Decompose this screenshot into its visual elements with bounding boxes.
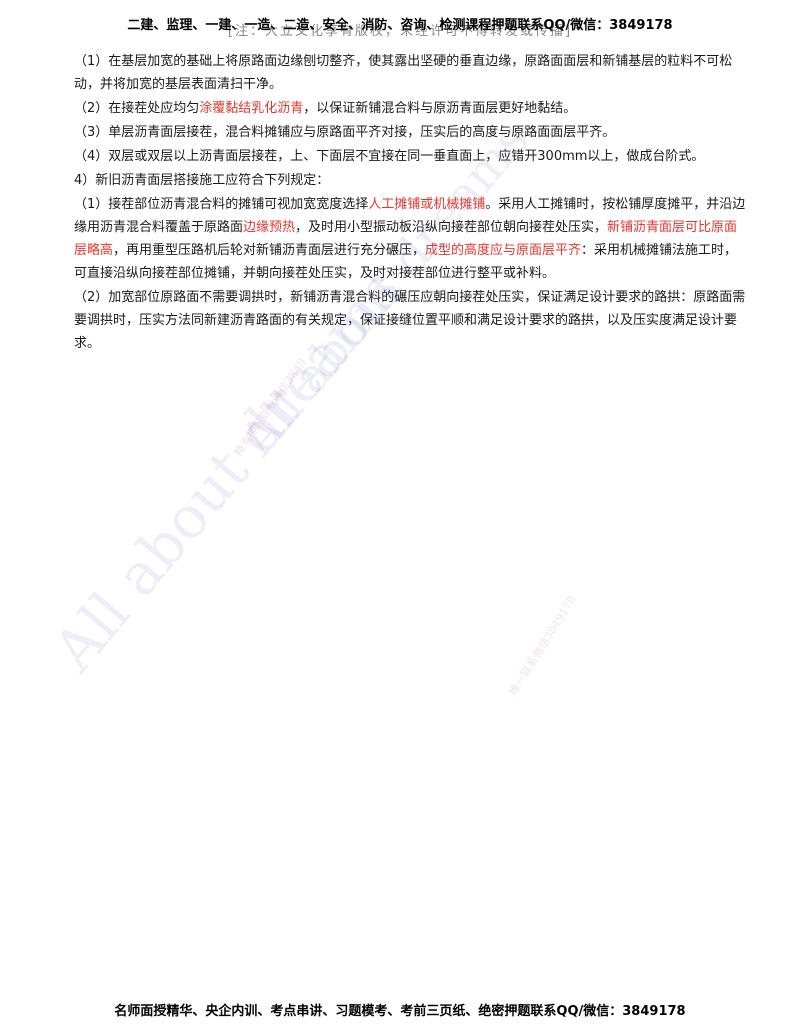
paragraph: （3）单层沥青面层接茬，混合料摊铺应与原路面平齐对接，压实后的高度与原路面面层平… (74, 121, 746, 144)
paragraph-text: （2）加宽部位原路面不需要调拱时，新铺沥青混合料的碾压应朝向接茬处压实，保证满足… (74, 290, 746, 351)
paragraph: 4）新旧沥青面层搭接施工应符合下列规定： (74, 169, 746, 192)
copyright-notice: [注：大立文化享有版权，未经许可不得转发或传播] (227, 24, 573, 39)
paragraph-text: （1）在基层加宽的基础上将原路面边缘刨切整齐，使其露出坚硬的垂直边缘，原路面面层… (74, 54, 733, 92)
paragraph-text: 4）新旧沥青面层搭接施工应符合下列规定： (74, 173, 330, 188)
paragraph: （2）加宽部位原路面不需要调拱时，新铺沥青混合料的碾压应朝向接茬处压实，保证满足… (74, 286, 746, 355)
page-footer: 名师面授精华、央企内训、考点串讲、习题模考、考前三页纸、绝密押题联系QQ/微信：… (114, 1004, 686, 1019)
highlighted-text: 涂覆黏结乳化沥青 (199, 101, 304, 116)
paragraph-text: ，以保证新铺混合料与原沥青面层更好地黏结。 (303, 101, 577, 116)
paragraph-text: （2）在接茬处应均匀 (74, 101, 200, 116)
paragraph: （1）接茬部位沥青混合料的摊铺可视加宽宽度选择人工摊铺或机械摊铺。采用人工摊铺时… (74, 193, 746, 285)
paragraph-text: ：采用机械摊铺法施工时，可直接沿纵向接茬部位摊铺，并朝向接茬处压实，及时对接茬部… (74, 243, 738, 281)
paragraph-text: 。采用人工摊铺时，按松铺厚度摊平，并沿边缘用沥青混合料覆盖于原路面 (74, 197, 746, 235)
watermark-small-2: 唯一联系微信3849178 (506, 593, 579, 698)
highlighted-text: 边缘预热 (243, 220, 296, 235)
highlighted-text: 新铺沥青面层可比原面层略高 (74, 220, 738, 258)
highlighted-text: 成型的高度应与原面层平齐 (425, 243, 582, 258)
paragraph-text: （4）双层或双层以上沥青面层接茬，上、下面层不宜接在同一垂直面上，应错开300m… (74, 149, 705, 164)
header-contact-text: 二建、监理、一建、一造、二造、安全、消防、咨询、检测课程押题联系QQ/微信：38… (127, 18, 673, 33)
highlighted-text: 人工摊铺或机械摊铺 (368, 197, 486, 212)
paragraph-text: （1）接茬部位沥青混合料的摊铺可视加宽宽度选择 (74, 197, 369, 212)
paragraph: （2）在接茬处应均匀涂覆黏结乳化沥青，以保证新铺混合料与原沥青面层更好地黏结。 (74, 97, 746, 120)
paragraph-text: ，再用重型压路机后轮对新铺沥青面层进行充分碾压， (113, 243, 426, 258)
watermark-small-1: 精准押题联系微信3849 (231, 356, 309, 459)
document-body: （1）在基层加宽的基础上将原路面边缘刨切整齐，使其露出坚硬的垂直边缘，原路面面层… (74, 50, 746, 356)
paragraph-text: （3）单层沥青面层接茬，混合料摊铺应与原路面平齐对接，压实后的高度与原路面面层平… (74, 125, 616, 140)
paragraph-text: ，及时用小型振动板沿纵向接茬部位朝向接茬处压实， (295, 220, 608, 235)
page-header: [注：大立文化享有版权，未经许可不得转发或传播] 二建、监理、一建、一造、二造、… (0, 12, 800, 40)
paragraph: （4）双层或双层以上沥青面层接茬，上、下面层不宜接在同一垂直面上，应错开300m… (74, 145, 746, 168)
paragraph: （1）在基层加宽的基础上将原路面边缘刨切整齐，使其露出坚硬的垂直边缘，原路面面层… (74, 50, 746, 96)
